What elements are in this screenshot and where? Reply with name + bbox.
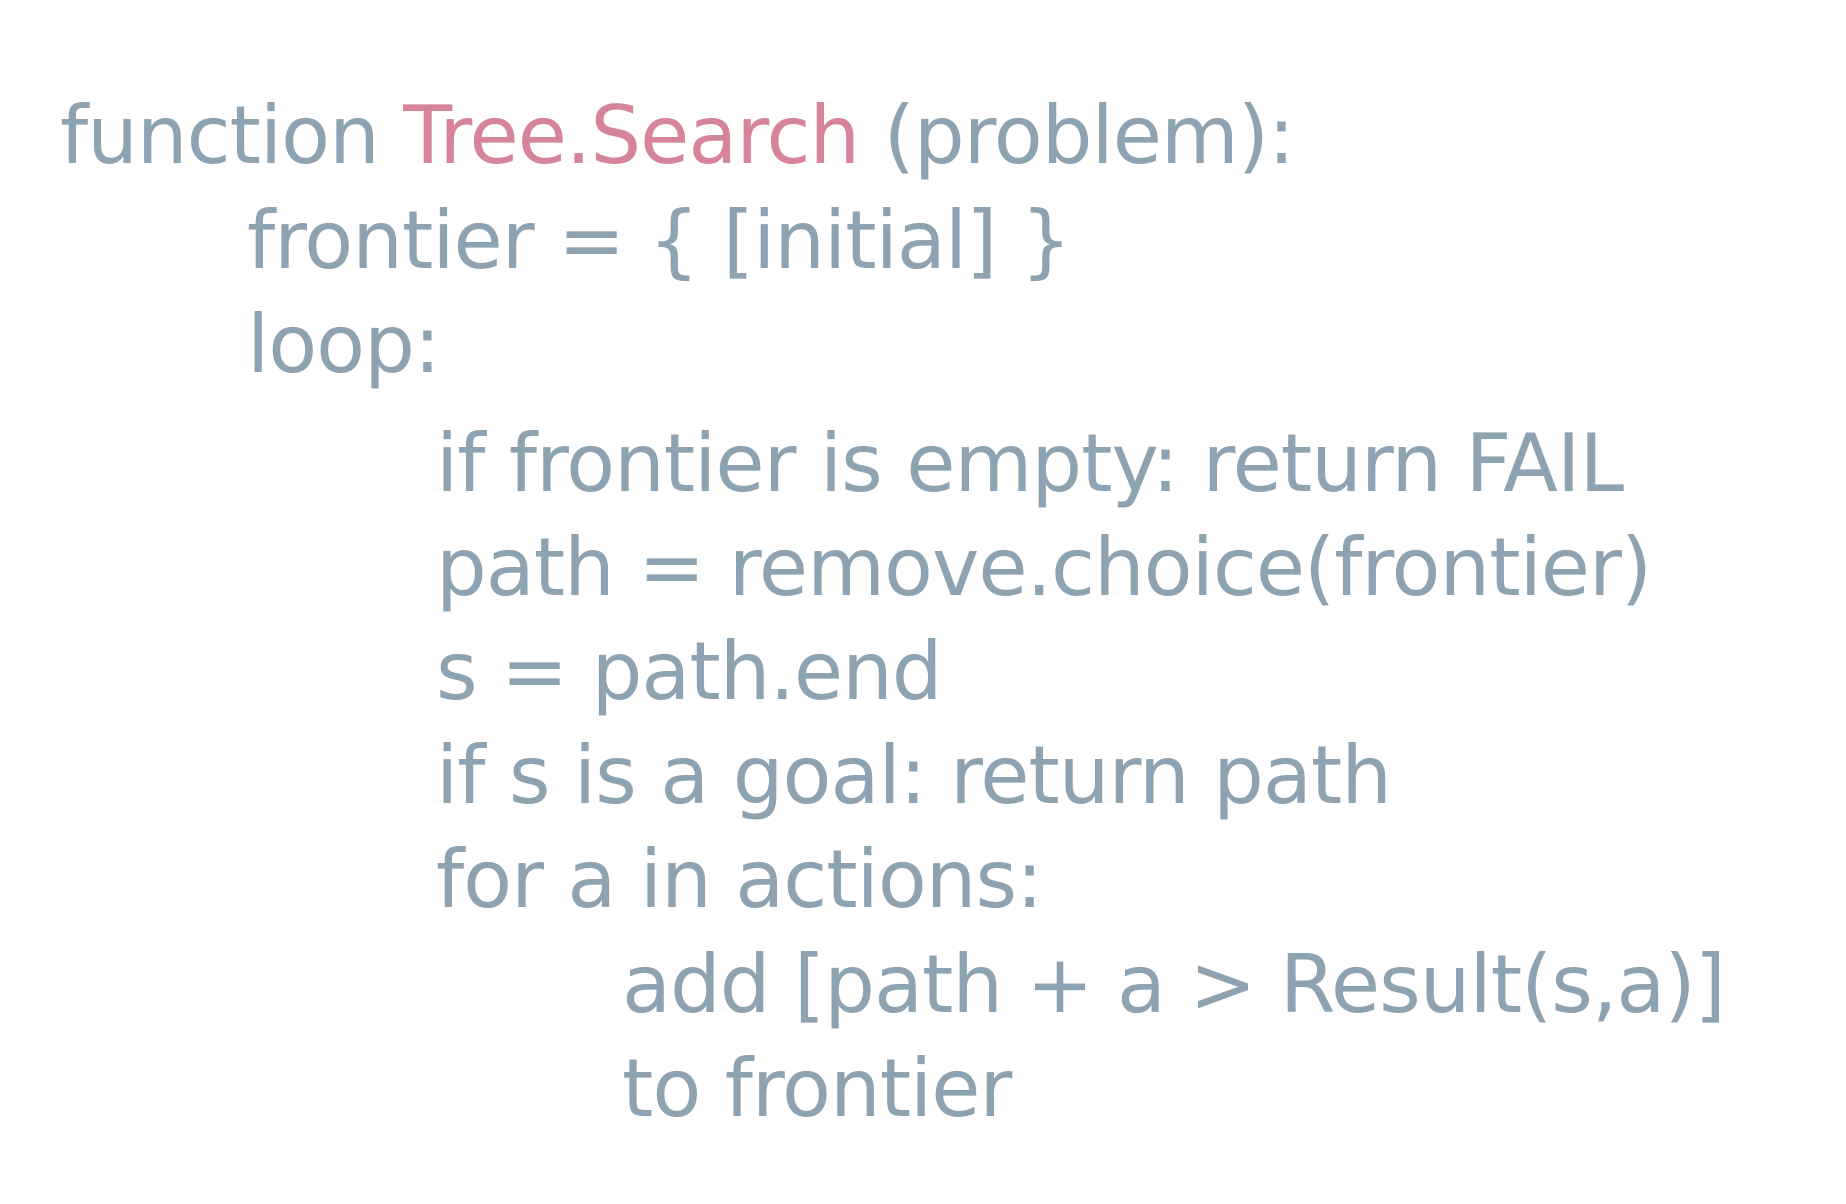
- code-line-frontier-init: frontier = { [initial] }: [247, 194, 1072, 287]
- function-params: (problem):: [859, 89, 1295, 182]
- function-name: Tree.Search: [403, 89, 860, 182]
- code-line-to-frontier: to frontier: [622, 1042, 1012, 1135]
- code-line-goal-check: if s is a goal: return path: [436, 729, 1392, 822]
- code-line-empty-check: if frontier is empty: return FAIL: [436, 417, 1624, 510]
- code-line-loop: loop:: [247, 298, 441, 391]
- code-line-remove-choice: path = remove.choice(frontier): [436, 521, 1652, 614]
- code-line-path-end: s = path.end: [436, 625, 943, 718]
- code-line-add-path: add [path + a > Result(s,a)]: [622, 938, 1726, 1031]
- function-keyword: function: [60, 89, 404, 182]
- code-line-for-actions: for a in actions:: [436, 833, 1043, 926]
- code-line-function-signature: function Tree.Search (problem):: [60, 96, 1295, 176]
